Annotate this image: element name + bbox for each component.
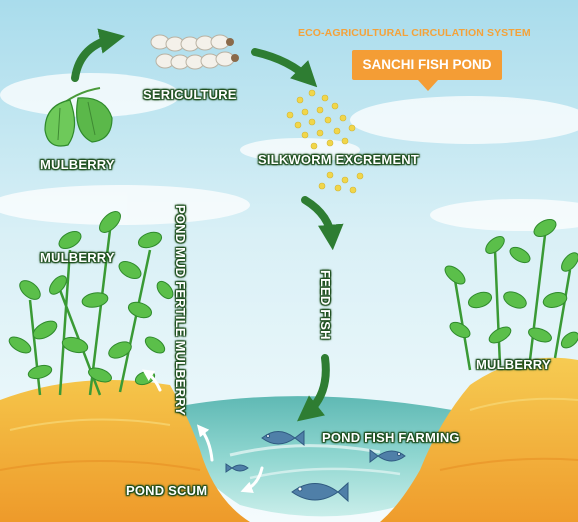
left-soil-mound [0, 380, 250, 522]
label-pond-mud: POND MUD FERTILE MULBERRY [173, 205, 188, 416]
label-sericulture: SERICULTURE [143, 87, 237, 102]
fish-icon [369, 449, 406, 463]
mulberry-bush-icon [8, 211, 174, 396]
arrow-mud-to-mulberry [142, 369, 162, 392]
arrow-scum-to-mud [196, 424, 214, 462]
label-pond-fish-farming: POND FISH FARMING [322, 430, 460, 445]
label-pond-scum: POND SCUM [126, 483, 208, 498]
return-arrows [142, 369, 264, 494]
pond-badge: SANCHI FISH POND [352, 50, 502, 91]
mulberry-leaf-icon [44, 87, 113, 147]
pond-badge-label: SANCHI FISH POND [362, 57, 492, 72]
silkworm-icon [150, 34, 239, 70]
arrow-sericulture-to-excrement [251, 48, 318, 88]
cycle-arrows [71, 28, 344, 422]
label-mulberry-right: MULBERRY [476, 357, 551, 372]
label-mulberry-top: MULBERRY [40, 157, 115, 172]
arrow-excrement-to-feed-fish [301, 196, 344, 251]
excrement-dots-icon [286, 89, 364, 194]
label-feed-fish: FEED FISH [318, 270, 333, 340]
label-silkworm-excrement: SILKWORM EXCREMENT [258, 152, 420, 167]
label-mulberry-left: MULBERRY [40, 250, 115, 265]
fish-icon [261, 429, 305, 447]
arrow-pond-to-scum [240, 466, 264, 494]
system-subtitle: ECO-AGRICULTURAL CIRCULATION SYSTEM [298, 27, 531, 39]
arrow-feed-fish-to-pond [297, 354, 330, 422]
mulberry-bush-icon [444, 218, 578, 371]
pond-water [160, 396, 480, 517]
fish-icon [291, 481, 349, 503]
fish-icon [225, 463, 249, 473]
arrow-mulberry-to-sericulture [71, 28, 126, 82]
